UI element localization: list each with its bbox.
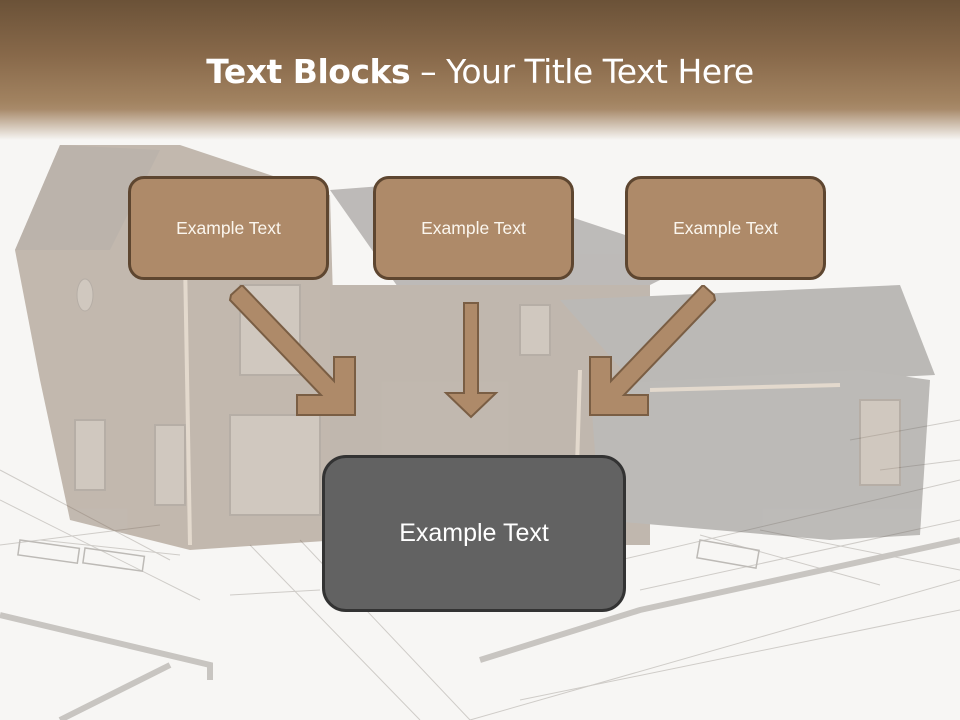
arrow-down-right-icon	[228, 285, 356, 416]
title-rest: Your Title Text Here	[446, 52, 754, 91]
result-block-label: Example Text	[399, 519, 549, 547]
arrow-down-left-icon	[589, 285, 717, 416]
text-block-1[interactable]: Example Text	[128, 176, 329, 280]
text-block-1-label: Example Text	[176, 217, 281, 238]
slide-title: Text Blocks – Your Title Text Here	[0, 52, 960, 91]
title-separator: –	[410, 52, 447, 91]
result-block[interactable]: Example Text	[322, 455, 626, 612]
text-block-2-label: Example Text	[421, 217, 526, 238]
text-block-3-label: Example Text	[673, 217, 778, 238]
text-block-3[interactable]: Example Text	[625, 176, 826, 280]
title-band	[0, 0, 960, 140]
arrow-down-icon	[443, 302, 499, 419]
title-bold: Text Blocks	[206, 52, 411, 91]
text-block-2[interactable]: Example Text	[373, 176, 574, 280]
